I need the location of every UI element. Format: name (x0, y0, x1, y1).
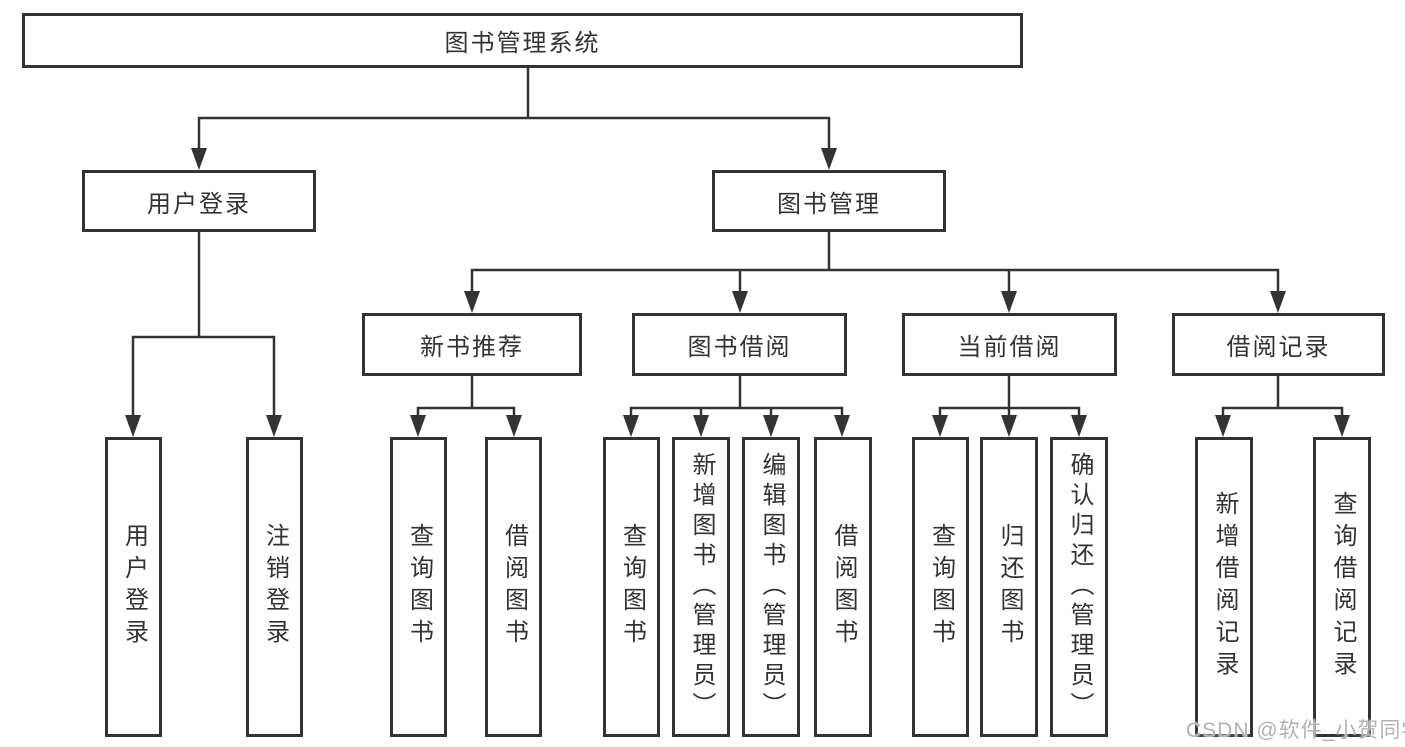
node-root: 图书管理系统 (22, 13, 1023, 68)
leaf-current-confirm-return-admin: 确认归还（管理员） (1050, 437, 1108, 737)
leaf-current-query-books: 查询图书 (912, 437, 969, 737)
watermark: CSDN @软件_小贺同学 (1186, 719, 1405, 742)
node-borrow-records: 借阅记录 (1172, 313, 1385, 376)
leaf-user-login: 用户登录 (105, 437, 162, 737)
node-current-borrowing: 当前借阅 (902, 313, 1117, 376)
node-user-login: 用户登录 (82, 170, 316, 232)
leaf-borrowing-edit-books-admin: 编辑图书（管理员） (742, 437, 800, 737)
leaf-borrowing-query-books: 查询图书 (603, 437, 660, 737)
node-book-borrowing: 图书借阅 (632, 313, 847, 376)
leaf-current-return-books: 归还图书 (980, 437, 1038, 737)
leaf-borrowing-add-books-admin: 新增图书（管理员） (672, 437, 730, 737)
leaf-records-add-record: 新增借阅记录 (1195, 437, 1253, 737)
leaf-newbook-borrow-books: 借阅图书 (485, 437, 542, 737)
leaf-records-query-record: 查询借阅记录 (1313, 437, 1371, 737)
leaf-logout: 注销登录 (246, 437, 303, 737)
node-book-management: 图书管理 (712, 170, 946, 232)
leaf-newbook-query-books: 查询图书 (390, 437, 447, 737)
arrowhead-icons (125, 148, 1350, 437)
leaf-borrowing-borrow-books: 借阅图书 (814, 437, 872, 737)
node-new-book-recommend: 新书推荐 (362, 313, 582, 376)
